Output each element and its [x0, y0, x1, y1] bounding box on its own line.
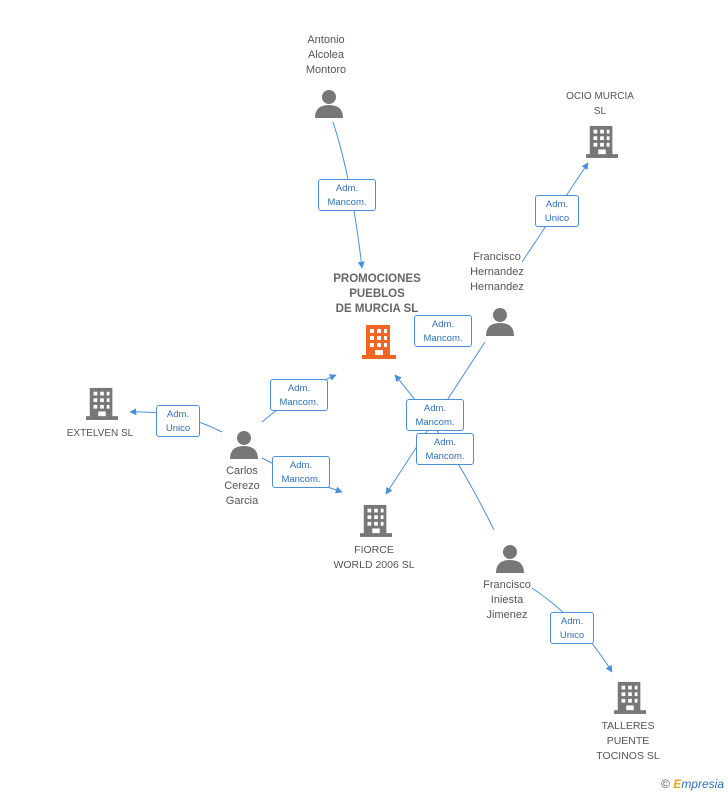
node-label-ocio[interactable]: OCIO MURCIA SL [566, 91, 634, 117]
person-icon-fij [496, 545, 524, 573]
brand-e: E [673, 777, 682, 791]
relation-carlos-extelven[interactable]: Adm.Unico [156, 405, 200, 437]
node-label-fiorce[interactable]: FIORCE WORLD 2006 SL [333, 544, 415, 571]
building-icon-extelven [86, 387, 118, 420]
building-icon-ocio [586, 125, 618, 158]
relation-carlos-fiorce[interactable]: Adm.Mancom. [272, 456, 330, 488]
relation-antonio-main[interactable]: Adm.Mancom. [318, 179, 376, 211]
relation-fhh-ocio[interactable]: Adm.Unico [535, 195, 579, 227]
person-icon-fhh [486, 308, 514, 336]
person-icon-carlos [230, 431, 258, 459]
node-label-talleres[interactable]: TALLERES PUENTE TOCINOS SL [596, 720, 660, 762]
empresia-logo[interactable]: © Empresia [661, 777, 724, 791]
relation-fhh-main[interactable]: Adm.Mancom. [414, 315, 472, 347]
relation-fij-talleres[interactable]: Adm.Unico [550, 612, 594, 644]
node-label-fij[interactable]: Francisco Iniesta Jimenez [483, 579, 531, 621]
person-icon-antonio [315, 90, 343, 118]
relation-fij-main[interactable]: Adm.Mancom. [406, 399, 464, 431]
brand-rest: mpresia [681, 777, 724, 791]
relation-carlos-main[interactable]: Adm.Mancom. [270, 379, 328, 411]
building-icon-fiorce [360, 504, 392, 537]
node-label-carlos[interactable]: Carlos Cerezo Garcia [224, 465, 260, 507]
building-icon-main [362, 325, 396, 359]
relation-fhh-fiorce[interactable]: Adm.Mancom. [416, 433, 474, 465]
building-icon-talleres [614, 681, 646, 714]
node-label-main[interactable]: PROMOCIONES PUEBLOS DE MURCIA SL [333, 273, 421, 315]
copyright-symbol: © [661, 777, 670, 791]
node-label-extelven[interactable]: EXTELVEN SL [66, 428, 134, 439]
node-label-antonio[interactable]: Antonio Alcolea Montoro [305, 34, 347, 76]
node-label-fhh[interactable]: Francisco Hernandez Hernandez [470, 251, 524, 293]
